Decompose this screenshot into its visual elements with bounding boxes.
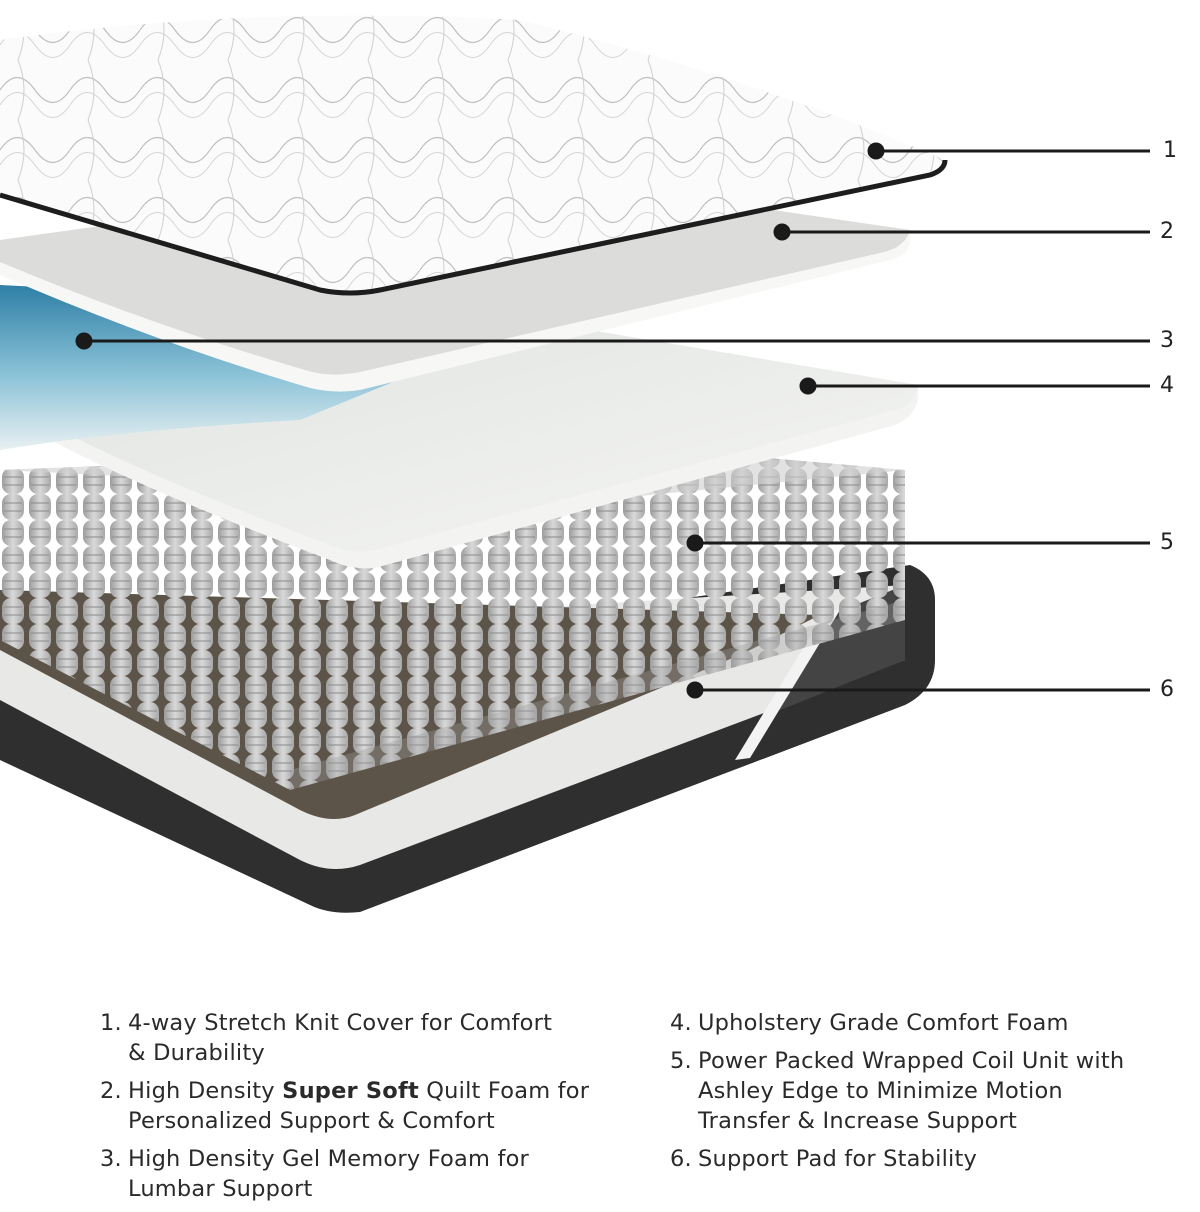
legend-item-1: 1. 4-way Stretch Knit Cover for Comfort …: [100, 1008, 640, 1068]
legend-text-bold: Super Soft: [282, 1078, 419, 1104]
legend-number: 5.: [670, 1048, 692, 1074]
callout-number-4: 4: [1160, 373, 1174, 398]
legend-text: Upholstery Grade Comfort Foam: [698, 1010, 1069, 1036]
legend-text-line2: & Durability: [128, 1040, 265, 1066]
callout-number-1: 1: [1163, 138, 1177, 163]
legend-text-line1: Power Packed Wrapped Coil Unit with: [698, 1048, 1125, 1074]
callout-number-3: 3: [1160, 328, 1174, 353]
knit-cover-layer: [0, 15, 948, 296]
legend-text: Power Packed Wrapped Coil Unit with Ashl…: [698, 1046, 1124, 1136]
leader-lines: [75, 142, 1150, 699]
legend-item-2: 2. High Density Super Soft Quilt Foam fo…: [100, 1076, 640, 1136]
legend-text: Support Pad for Stability: [698, 1146, 978, 1172]
legend-number: 2.: [100, 1078, 122, 1104]
legend-text-line1: High Density Gel Memory Foam for: [128, 1146, 529, 1172]
legend-text-post: Quilt Foam for: [418, 1078, 590, 1104]
legend-number: 4.: [670, 1010, 692, 1036]
callout-number-6: 6: [1160, 677, 1174, 702]
legend-number: 3.: [100, 1146, 122, 1172]
legend-right-column: 4. Upholstery Grade Comfort Foam 5. Powe…: [670, 1008, 1190, 1182]
legend-item-5: 5. Power Packed Wrapped Coil Unit with A…: [670, 1046, 1190, 1136]
legend-item-6: 6. Support Pad for Stability: [670, 1144, 1190, 1174]
legend-text: High Density Gel Memory Foam for Lumbar …: [128, 1144, 529, 1204]
legend-item-3: 3. High Density Gel Memory Foam for Lumb…: [100, 1144, 640, 1204]
legend-text-line2: Lumbar Support: [128, 1176, 313, 1202]
legend-text-line2: Ashley Edge to Minimize Motion: [698, 1078, 1063, 1104]
legend-text-pre: High Density: [128, 1078, 283, 1104]
legend-text-line2: Personalized Support & Comfort: [128, 1108, 495, 1134]
legend-number: 6.: [670, 1146, 692, 1172]
mattress-layers-illustration: [0, 15, 1150, 913]
legend-text-line3: Transfer & Increase Support: [698, 1108, 1018, 1134]
legend-text: 4-way Stretch Knit Cover for Comfort & D…: [128, 1008, 552, 1068]
legend-left-column: 1. 4-way Stretch Knit Cover for Comfort …: [100, 1008, 640, 1212]
legend-number: 1.: [100, 1010, 122, 1036]
legend-text-line1: 4-way Stretch Knit Cover for Comfort: [128, 1010, 553, 1036]
legend-item-4: 4. Upholstery Grade Comfort Foam: [670, 1008, 1190, 1038]
legend-text: High Density Super Soft Quilt Foam for P…: [128, 1076, 589, 1136]
callout-number-2: 2: [1160, 219, 1174, 244]
callout-number-5: 5: [1160, 530, 1174, 555]
